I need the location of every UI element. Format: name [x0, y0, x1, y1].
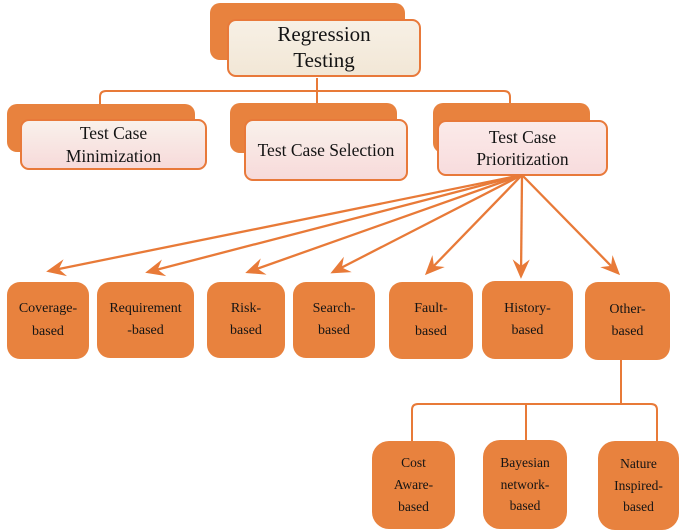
node-risk-based: Risk- based: [207, 282, 285, 358]
node-search-based: Search- based: [293, 282, 375, 358]
arrow-to-search-based: [330, 173, 523, 274]
node-test-case-prioritization: Test Case Prioritization: [433, 103, 608, 176]
node-test-case-minimization: Test Case Minimization: [7, 104, 207, 170]
node-test-case-selection: Test Case Selection: [230, 103, 408, 181]
node-label: History- based: [504, 300, 551, 338]
arrow-to-risk-based: [245, 173, 523, 275]
node-history-based: History- based: [482, 281, 573, 359]
node-label: Test Case Selection: [257, 139, 395, 160]
node-cost-aware-based: Cost Aware- based: [372, 441, 455, 529]
node-requirement-based: Requirement -based: [97, 282, 194, 358]
node-label: Bayesian network- based: [500, 454, 550, 514]
node-coverage-based: Coverage- based: [7, 282, 89, 359]
arrow-to-other-based: [521, 174, 621, 276]
node-label: Coverage- based: [18, 301, 78, 339]
node-regression-testing: Regression Testing: [210, 3, 422, 78]
arrow-to-history-based: [512, 174, 530, 279]
node-fault-based: Fault- based: [389, 282, 473, 359]
connector-level4-elbow: [411, 403, 658, 443]
node-label: Cost Aware- based: [393, 455, 434, 514]
arrow-to-fault-based: [424, 174, 523, 276]
node-label: Nature Inspired- based: [614, 455, 663, 515]
node-label: Risk- based: [230, 300, 262, 338]
node-label: Test Case Minimization: [65, 123, 162, 166]
connector-level2-elbow: [99, 90, 511, 104]
arrow-to-requirement-based: [145, 173, 523, 277]
arrow-to-coverage-based: [46, 173, 523, 277]
node-label: Regression Testing: [277, 22, 371, 72]
node-bayesian-network-based: Bayesian network- based: [483, 440, 567, 529]
node-other-based: Other- based: [585, 282, 670, 360]
node-label: Test Case Prioritization: [476, 126, 569, 169]
node-nature-inspired-based: Nature Inspired- based: [598, 441, 679, 530]
node-label: Requirement -based: [109, 300, 182, 338]
node-label: Search- based: [312, 300, 356, 338]
node-label: Other- based: [609, 301, 646, 339]
node-label: Fault- based: [414, 301, 448, 339]
